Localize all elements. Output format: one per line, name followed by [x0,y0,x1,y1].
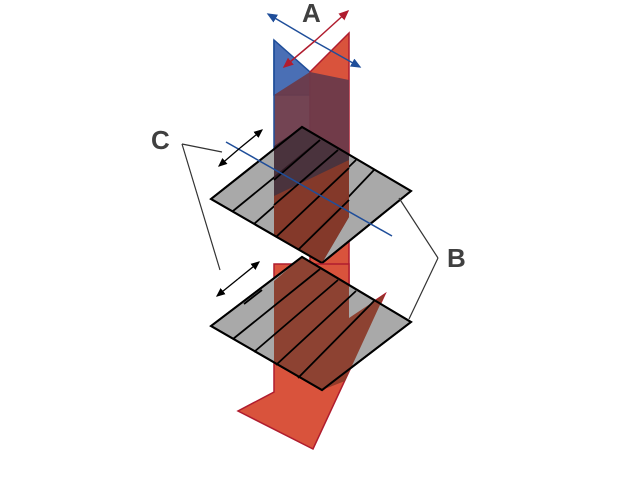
c-pointer-lines [181,143,223,271]
top-axis-arrow-up [239,129,264,149]
top-polarizer-outline [209,125,413,265]
top-polarizer-axis-line [225,141,393,237]
bottom-polarizer-beam-overlap [274,257,385,390]
bottom-polarizer-outline [209,255,413,392]
bottom-axis-arrow-up [237,261,261,280]
blue-polarization-arrow-2 [311,39,362,68]
label-a: A [302,0,321,28]
top-axis-arrow-down [218,147,241,167]
b-pointer-lines [398,197,439,320]
red-polarization-arrow [315,9,350,41]
red-polarization-arrow-2 [282,39,317,68]
blue-polarization-arrow [266,13,313,41]
label-b: B [447,243,466,273]
bottom-polarizer-grid-lines [232,268,375,379]
bottom-axis-arrow-down [215,278,239,297]
label-c: C [151,125,170,155]
